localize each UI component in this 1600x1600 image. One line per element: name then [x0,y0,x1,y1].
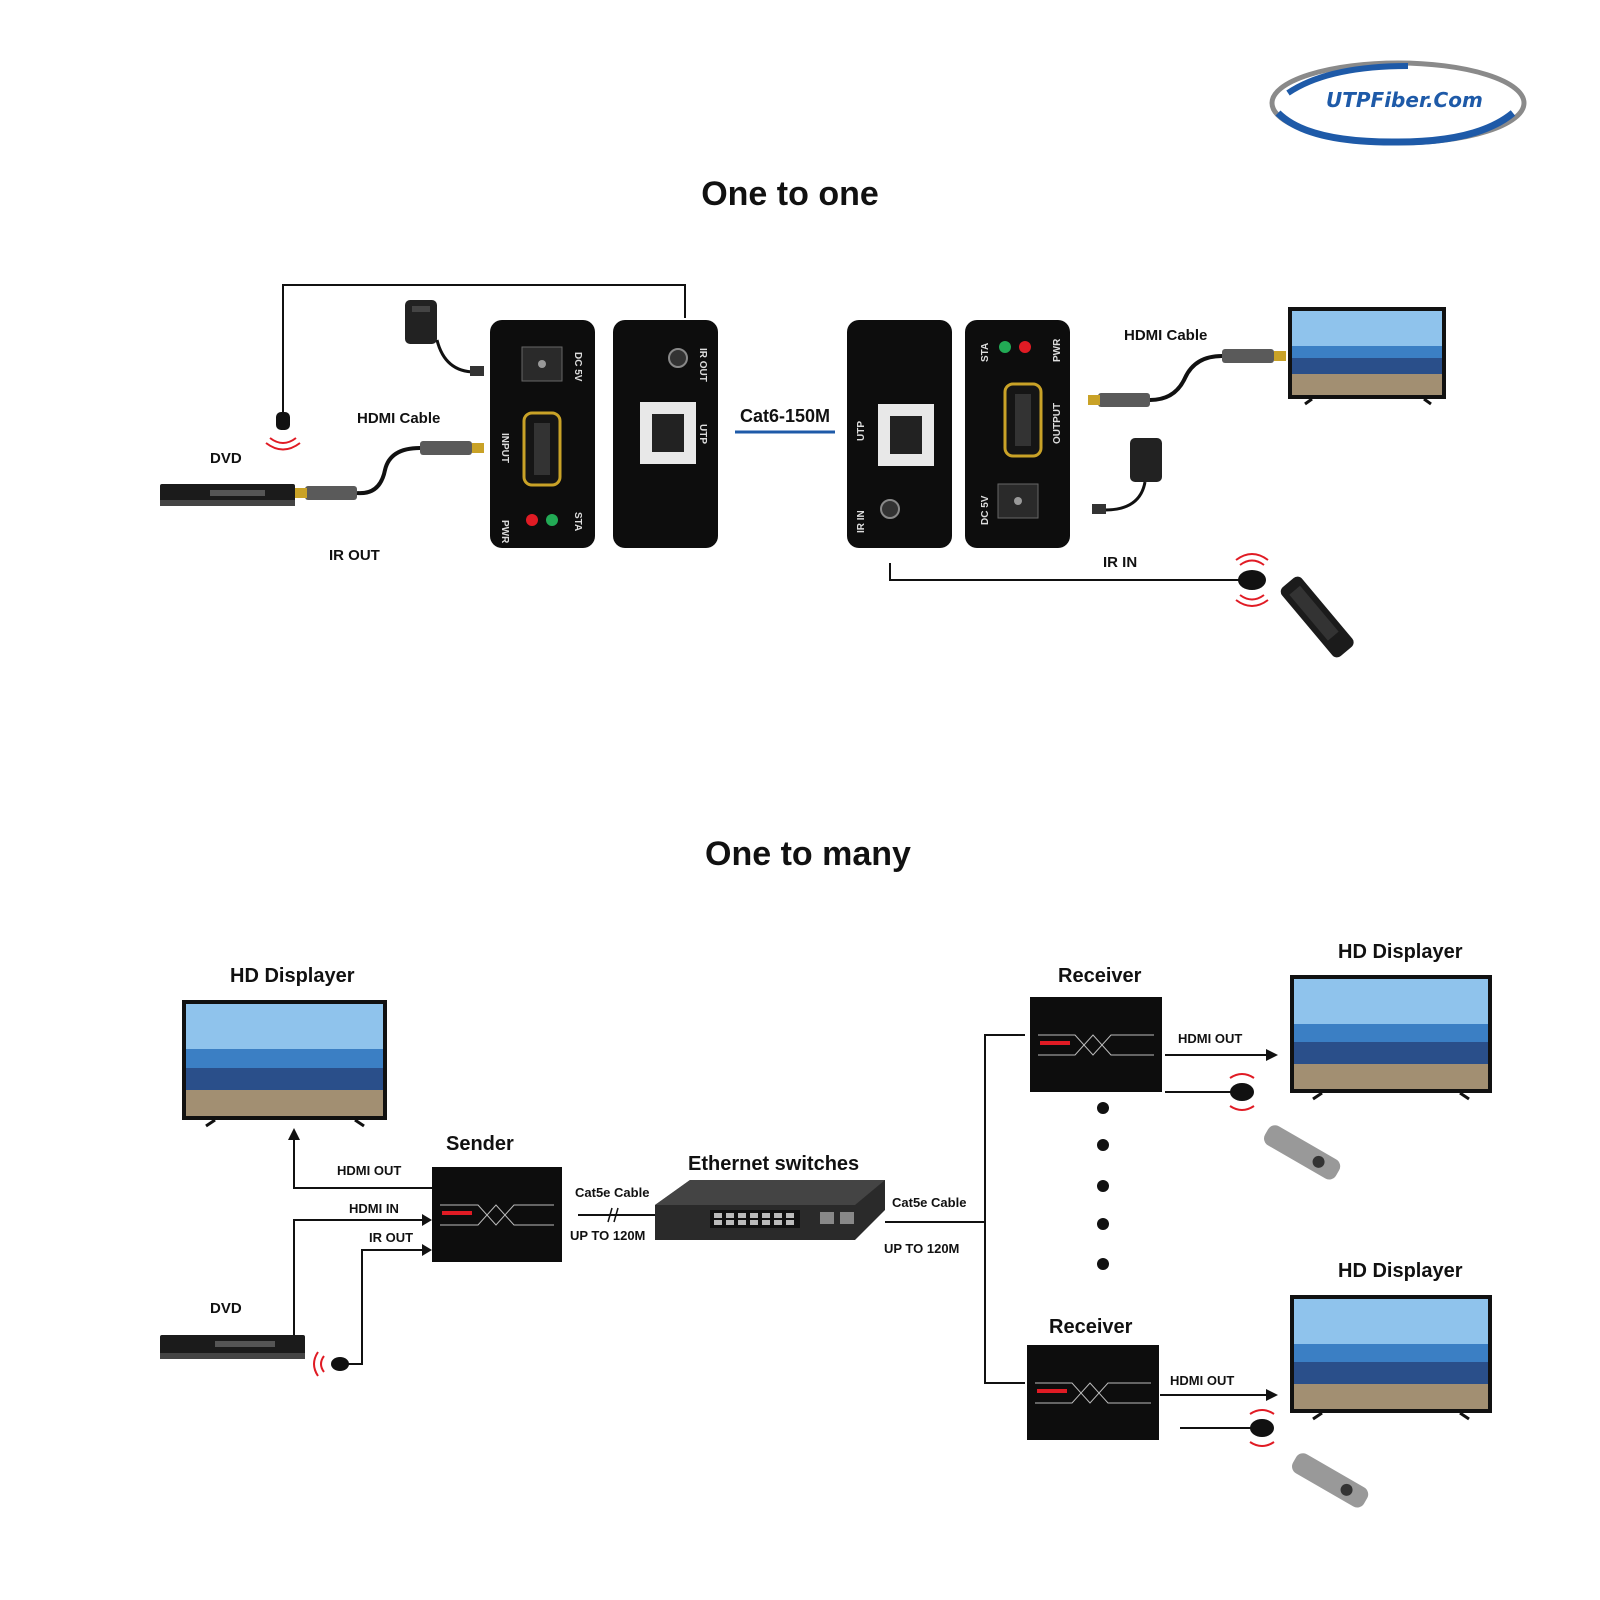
hd-displayer-bottom-label: HD Displayer [1338,1260,1463,1282]
hdmi-cable-left-label: HDMI Cable [357,410,441,427]
power-adapter-icon [405,300,484,376]
remote-control-icon [1280,576,1354,658]
receiver-bottom-label: Receiver [1049,1316,1133,1338]
ir-receiver-icon [1235,553,1269,607]
hdmi-cable-right-icon [1088,349,1286,407]
led-red-tx [526,514,538,526]
ir-emitter-icon [265,412,301,451]
svg-text:STA: STA [572,512,583,531]
logo-ellipse-icon [1269,60,1527,146]
dvd-2-label: DVD [210,1300,242,1317]
receiver-top-box [1030,997,1162,1092]
upto-left-label: UP TO 120M [570,1228,646,1243]
hdmi-out-line [293,1133,432,1189]
ir-out-jack [668,348,688,368]
ir-receiver-bottom-icon [1249,1409,1275,1447]
svg-text:OUTPUT: OUTPUT [1052,403,1063,444]
section2-title: One to many [705,835,911,873]
ir-emitter-2-icon [313,1351,349,1377]
dvd-player-2-icon [160,1335,305,1359]
remote-bottom-icon [1292,1453,1369,1508]
svg-text:INPUT: INPUT [499,433,510,463]
ir-out-wire [282,284,686,418]
hd-displayer-left-label: HD Displayer [230,965,355,987]
receiver-bottom-box [1027,1345,1159,1440]
section1-diagram: DC 5V PWR STA INPUT IR OUT UTP UTP IR IN… [160,284,1446,658]
ir-in-label: IR IN [1103,554,1138,571]
dvd-player-icon [160,484,295,506]
led-red-rx [1019,341,1031,353]
ellipsis-dots [1097,1102,1109,1270]
svg-text:IR IN: IR IN [856,510,867,533]
switch-label: Ethernet switches [688,1153,860,1175]
receiver-top-label: Receiver [1058,965,1142,987]
ir-in-jack [880,499,900,519]
hdmi-cable-right-label: HDMI Cable [1124,327,1208,344]
branch-line [984,1034,1025,1384]
cat5e-left-label: Cat5e Cable [575,1185,650,1200]
led-green-tx [546,514,558,526]
tv-left-icon [182,1000,387,1128]
sender-label: Sender [446,1133,514,1155]
led-green-rx [999,341,1011,353]
tv-top-right-icon [1290,975,1492,1101]
sender-box [432,1167,562,1262]
ir-out-line-2 [340,1249,425,1365]
cat6-label: Cat6-150M [740,406,831,426]
hdmi-in-label: HDMI IN [349,1201,399,1216]
remote-top-icon [1264,1125,1341,1180]
svg-text:UTP: UTP [856,421,867,441]
svg-text:UTP: UTP [697,424,708,444]
hdmi-out-top-label: HDMI OUT [1178,1031,1243,1046]
svg-text:DC 5V: DC 5V [572,352,583,382]
svg-text:DC 5V: DC 5V [980,495,991,525]
svg-text:PWR: PWR [499,520,510,544]
ir-out-label: IR OUT [329,547,380,564]
ir-out-2-label: IR OUT [369,1230,414,1245]
dvd-label: DVD [210,450,242,467]
power-adapter-right-icon [1092,438,1162,514]
svg-text:STA: STA [980,343,991,362]
hdmi-out-bottom-label: HDMI OUT [1170,1373,1235,1388]
logo: UTPFiber.Com [1268,58,1528,148]
upto-right-label: UP TO 120M [884,1241,960,1256]
ir-in-wire [889,563,1245,581]
tv-bottom-right-icon [1290,1295,1492,1421]
hd-displayer-top-label: HD Displayer [1338,941,1463,963]
tv-icon [1288,307,1446,406]
hdmi-cable-left-icon [295,441,484,500]
ir-receiver-top-icon [1229,1073,1255,1111]
svg-text:PWR: PWR [1052,338,1063,362]
svg-text:IR OUT: IR OUT [697,348,708,382]
logo-text: UTPFiber.Com [1326,88,1483,112]
cat5e-right-label: Cat5e Cable [892,1195,967,1210]
ethernet-switch-icon [655,1180,885,1240]
hdmi-out-label: HDMI OUT [337,1163,402,1178]
section1-title: One to one [701,175,879,213]
